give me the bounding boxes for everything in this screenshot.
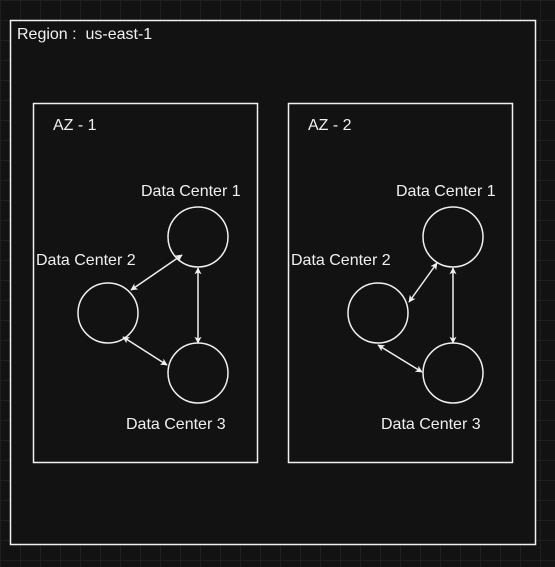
az-1-connector-dc2-dc1[interactable] <box>130 254 183 291</box>
az-1-label: AZ - 1 <box>53 117 97 134</box>
az-2-datacenter-1-label: Data Center 1 <box>396 183 496 200</box>
az-2-datacenter-2-label: Data Center 2 <box>291 252 391 269</box>
region-label: Region : us-east-1 <box>17 26 152 43</box>
az-2-label: AZ - 2 <box>308 117 352 134</box>
availability-zone-1[interactable]: AZ - 1 Data Center 1 Data Center 2 Data … <box>32 102 259 464</box>
az-1-datacenter-1-label: Data Center 1 <box>141 183 241 200</box>
az-2-box[interactable] <box>287 102 514 464</box>
az-2-datacenter-2-node[interactable] <box>347 282 409 344</box>
az-1-datacenter-2-label: Data Center 2 <box>36 252 136 269</box>
az-2-datacenter-1-node[interactable] <box>422 206 484 268</box>
az-1-box[interactable] <box>32 102 259 464</box>
az-1-datacenter-3-label: Data Center 3 <box>126 416 226 433</box>
az-2-connector-dc2-dc3[interactable] <box>377 344 423 373</box>
az-2-datacenter-3-label: Data Center 3 <box>381 416 481 433</box>
az-1-datacenter-1-node[interactable] <box>167 206 229 268</box>
az-1-connector-dc2-dc3[interactable] <box>122 336 168 366</box>
az-2-connector-dc2-dc1[interactable] <box>408 262 438 303</box>
availability-zone-2[interactable]: AZ - 2 Data Center 1 Data Center 2 Data … <box>287 102 514 464</box>
az-1-datacenter-2-node[interactable] <box>77 282 139 344</box>
